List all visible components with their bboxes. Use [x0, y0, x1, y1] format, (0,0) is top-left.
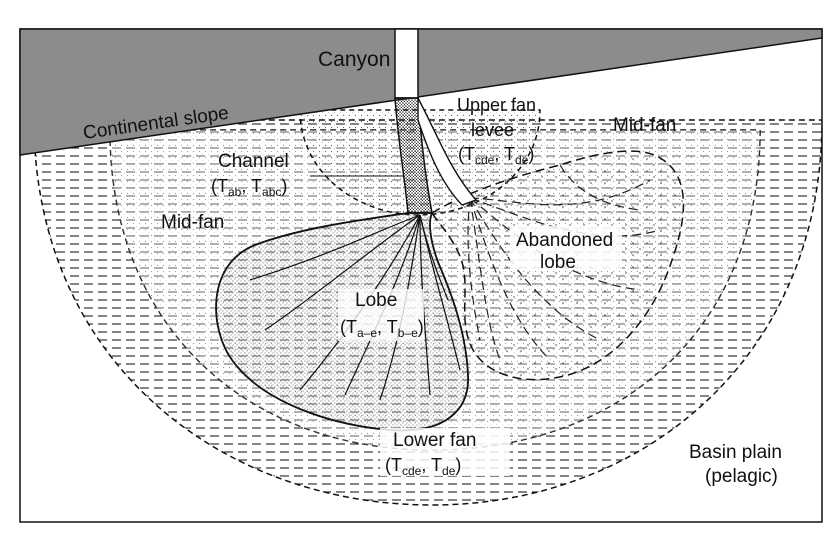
label-basin-plain: Basin plain [689, 442, 782, 463]
label-upper-fan-facies: (Tcde, Tde) [458, 144, 534, 167]
canyon [394, 28, 419, 99]
label-abandoned-lobe: lobe [540, 252, 576, 273]
label-canyon: Canyon [318, 48, 390, 71]
label-channel: Channel [218, 151, 289, 172]
label-upper-fan: Upper fan [457, 95, 536, 115]
abandoned-channel [417, 97, 478, 206]
label-mid-fan-right: Mid-fan [613, 115, 676, 136]
label-lower-fan-facies: (Tcde, Tde) [385, 455, 461, 478]
continental-slope [19, 28, 823, 156]
label-channel-facies: (Tab, Tabc) [211, 176, 287, 199]
label-upper-fan-levee: levee [471, 120, 514, 140]
label-abandoned: Abandoned [516, 230, 613, 251]
label-mid-fan-left: Mid-fan [161, 212, 224, 233]
label-lobe: Lobe [355, 290, 397, 311]
label-lower-fan: Lower fan [393, 430, 476, 451]
label-lobe-facies: (Ta–e, Tb–e) [340, 317, 424, 340]
label-pelagic: (pelagic) [705, 466, 778, 487]
channel [394, 97, 433, 214]
